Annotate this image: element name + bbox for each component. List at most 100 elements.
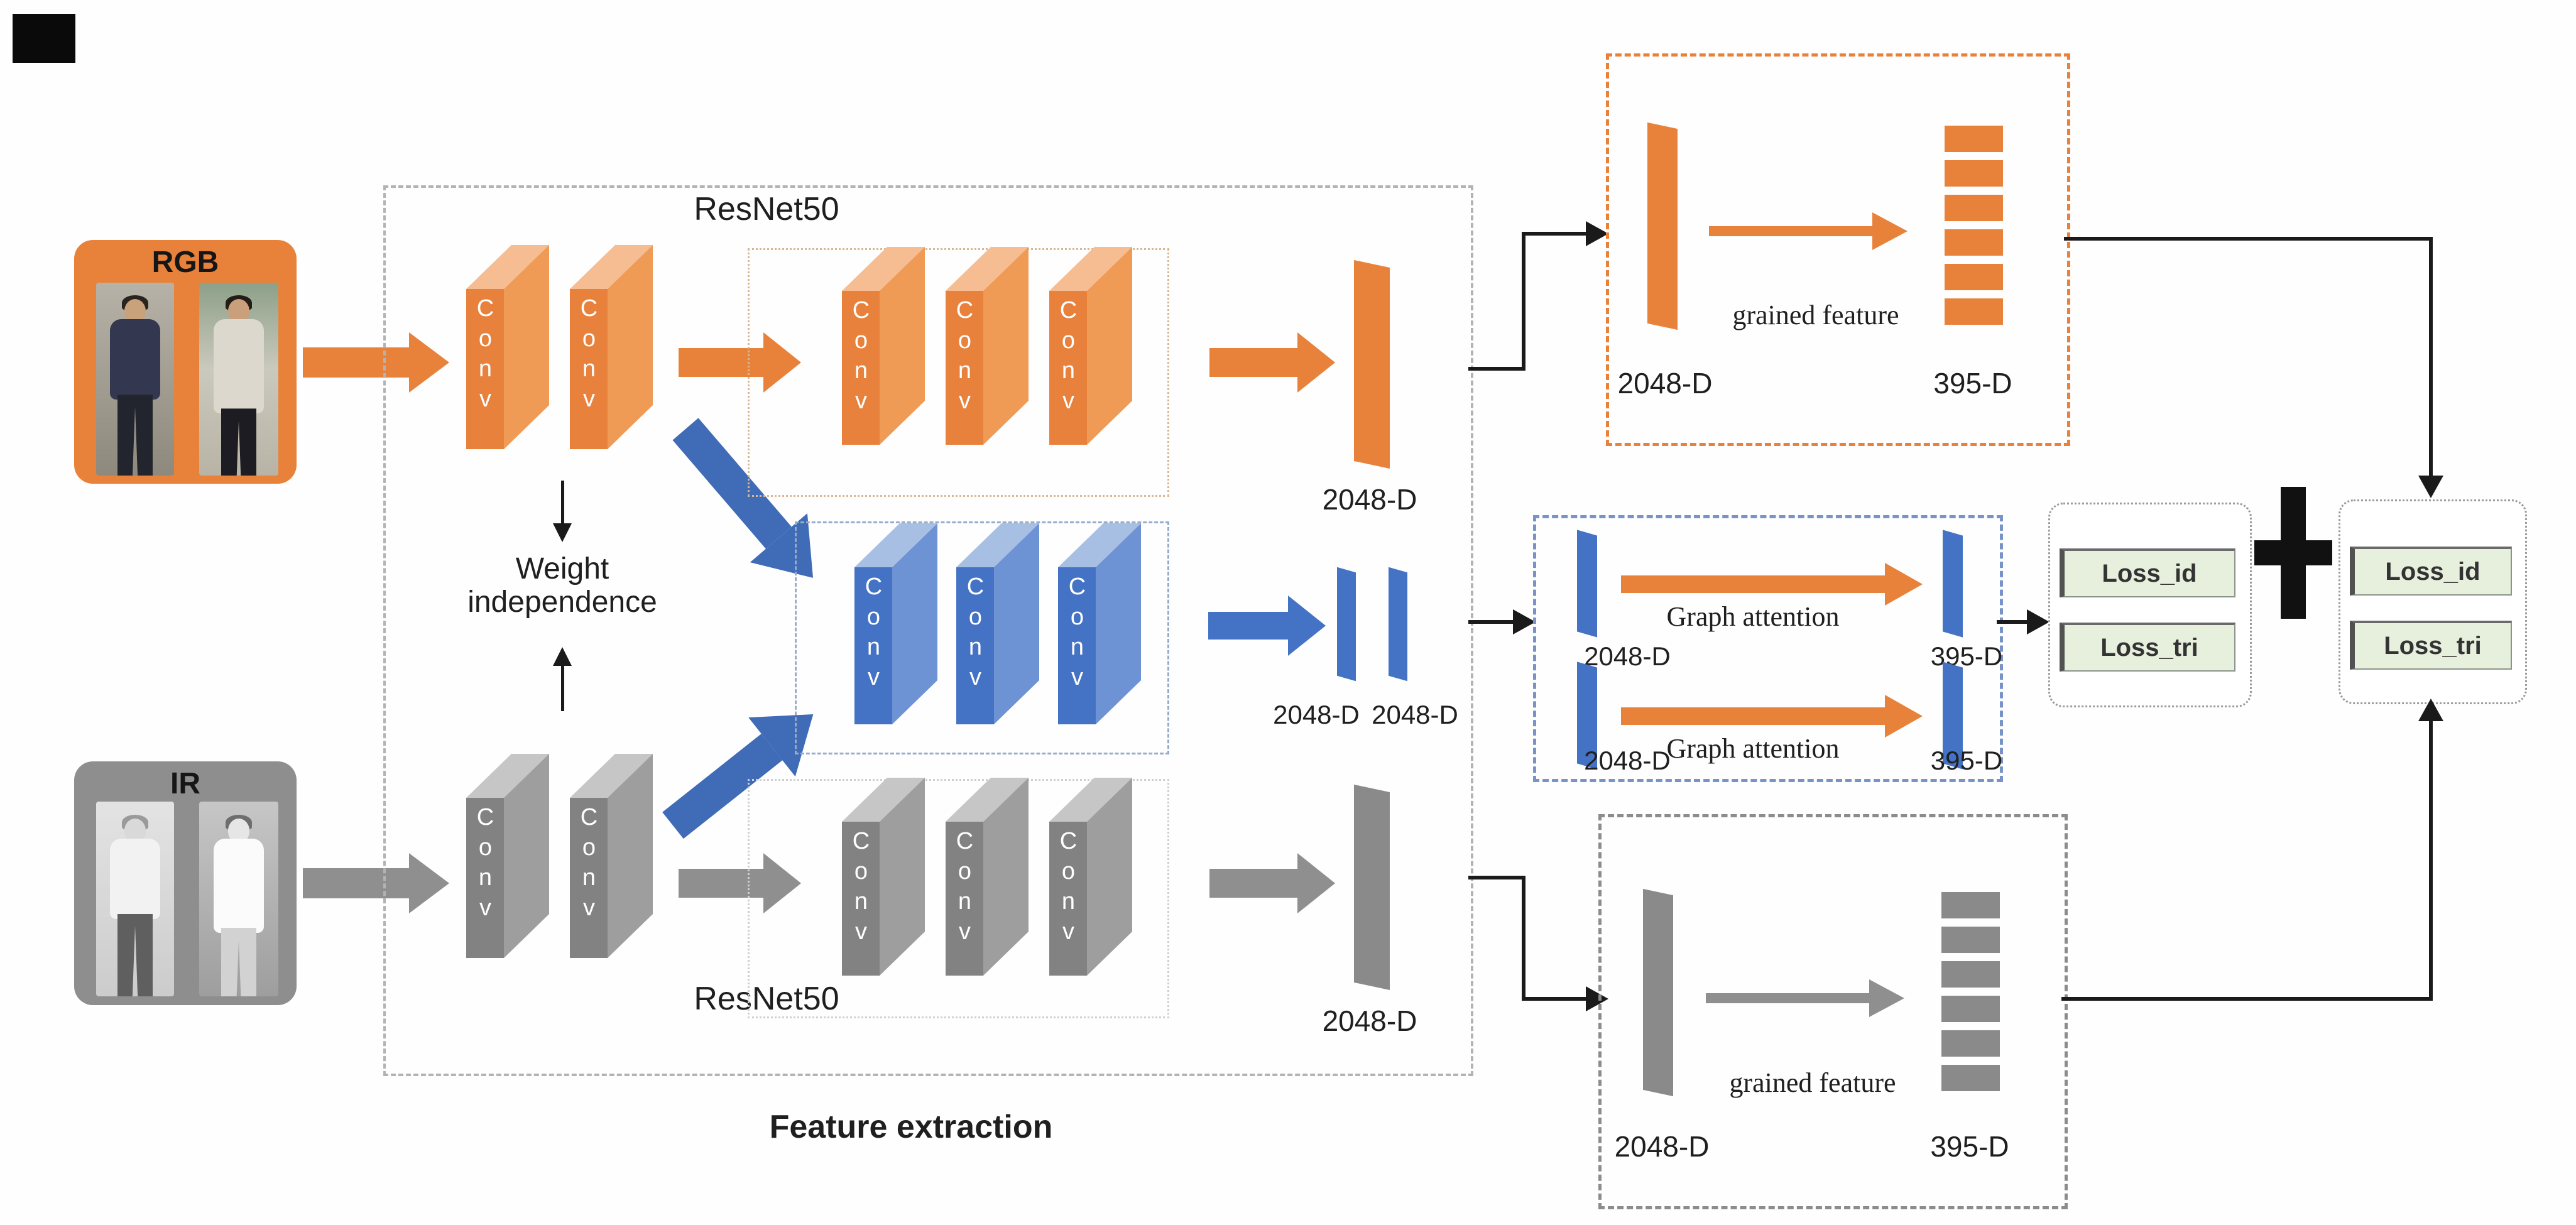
ga-row2-output-dim: 395-D [1930,746,2003,775]
shared-feed-arrowhead-icon [1513,609,1536,634]
weight-arrow-down-line [561,481,564,525]
rgb-conv-group-box [748,248,1169,497]
ga-row1-input-bar [1577,530,1597,638]
ir-feed-arrowhead-icon [1586,986,1608,1011]
ga-row2-input-dim: 2048-D [1584,746,1671,775]
shared-feed-line [1468,620,1514,624]
shared-feature-dim-1: 2048-D [1273,700,1360,729]
ir-feed-line-h2 [1522,997,1586,1001]
loss-tri-chip: Loss_tri [2060,623,2235,672]
top-loss-arrowhead-icon [2418,476,2443,498]
ir-photo-man [96,802,174,996]
ir-feed-line-v [1522,876,1525,1001]
plus-icon [2254,487,2332,619]
ir-conv-group-box [748,779,1169,1018]
rgb-label: RGB [151,246,219,279]
conv-label: Conv [472,295,499,416]
corner-mark [13,14,75,63]
shared-feature-bar-2 [1389,567,1407,682]
ir-feature-dim: 2048-D [1322,1004,1417,1037]
feature-extraction-caption: Feature extraction [769,1109,1053,1145]
conv-label: Conv [951,297,978,418]
person-figure [96,294,174,476]
weight-arrow-down-icon [553,523,572,542]
bottom-loss-line-v [2429,721,2433,1001]
bottom-loss-arrowhead-icon [2418,699,2443,721]
rgb-feature-bar [1354,259,1390,469]
weight-independence-label: Weight independence [437,552,688,619]
ga-to-loss-line [1997,620,2028,624]
ir-input-box: IR [74,761,297,1005]
loss-id-chip: Loss_id [2350,547,2512,596]
resnet50-bottom-label: ResNet50 [694,981,839,1017]
ga-row1-input-dim: 2048-D [1584,641,1671,671]
graph-attention-module-box [1533,515,2003,782]
conv-label: Conv [860,574,887,694]
rgb-feed-arrowhead-icon [1586,221,1608,246]
rgb-input-arrow-icon [303,332,449,393]
ga-row1-output-dim: 395-D [1930,641,2003,671]
rgb-grained-input-dim: 2048-D [1617,367,1713,400]
rgb-input-box: RGB [74,240,297,484]
conv-label: Conv [848,297,875,418]
ir-feature-arrow-icon [1209,853,1335,913]
rgb-photo-woman [199,283,278,476]
ir-photo-woman [199,802,278,996]
shared-feature-arrow-icon [1208,596,1326,656]
rgb-grained-output-dim: 395-D [1933,367,2012,400]
ir-grained-input-bar [1643,888,1673,1097]
shared-feature-dim-2: 2048-D [1372,700,1458,729]
rgb-feed-line-v [1522,232,1525,371]
conv-label: Conv [951,828,978,949]
person-figure [199,814,278,996]
rgb-grained-caption: grained feature [1732,300,1899,330]
ga-to-loss-arrowhead-icon [2027,609,2049,634]
ir-grained-output-dim: 395-D [1930,1130,2009,1163]
rgb-feature-dim: 2048-D [1322,483,1417,516]
loss-id-chip: Loss_id [2060,548,2235,597]
conv-label: Conv [1055,828,1082,949]
conv-label: Conv [576,295,603,416]
loss-box-fused: Loss_id Loss_tri [2339,499,2527,704]
conv-label: Conv [1064,574,1091,694]
bottom-loss-line-h [2061,997,2431,1001]
ga-row1-output-bar [1943,530,1963,638]
rgb-grained-arrow-icon [1709,209,1907,253]
ga-row1-arrow-icon [1621,563,1923,606]
rgb-grained-output-stack [1945,126,2003,325]
loss-box-shared: Loss_id Loss_tri [2048,503,2252,707]
conv-label: Conv [576,804,603,925]
rgb-photo-man [96,283,174,476]
ga-row2-caption: Graph attention [1666,733,1840,764]
weight-arrow-up-line [561,666,564,711]
top-loss-line-h [2064,237,2431,241]
ir-input-arrow-icon [303,853,449,913]
ir-grained-output-stack [1941,892,2000,1091]
ir-label: IR [170,767,200,800]
top-loss-line-v [2429,237,2433,477]
person-figure [199,294,278,476]
rgb-feed-line-h2 [1522,232,1586,236]
rgb-grained-input-bar [1647,122,1678,330]
ga-row2-arrow-icon [1621,695,1923,738]
weight-line1: Weight [515,552,609,585]
weight-line2: independence [467,585,657,619]
feature-extraction-box [383,185,1473,1076]
ir-grained-module-box [1598,814,2068,1209]
ga-row1-caption: Graph attention [1666,601,1840,632]
shared-feature-bar-1 [1337,567,1356,682]
ir-feature-bar [1354,784,1390,991]
conv-label: Conv [1055,297,1082,418]
conv-label: Conv [472,804,499,925]
ir-grained-arrow-icon [1706,976,1904,1020]
conv-label: Conv [848,828,875,949]
rgb-feature-arrow-icon [1209,332,1335,393]
ir-grained-caption: grained feature [1729,1067,1896,1098]
loss-tri-chip: Loss_tri [2350,621,2512,670]
person-figure [96,814,174,996]
rgb-feed-line-h1 [1468,367,1525,371]
rgb-grained-module-box [1606,53,2070,446]
shared-conv-group-box [795,521,1169,754]
conv-label: Conv [962,574,989,694]
